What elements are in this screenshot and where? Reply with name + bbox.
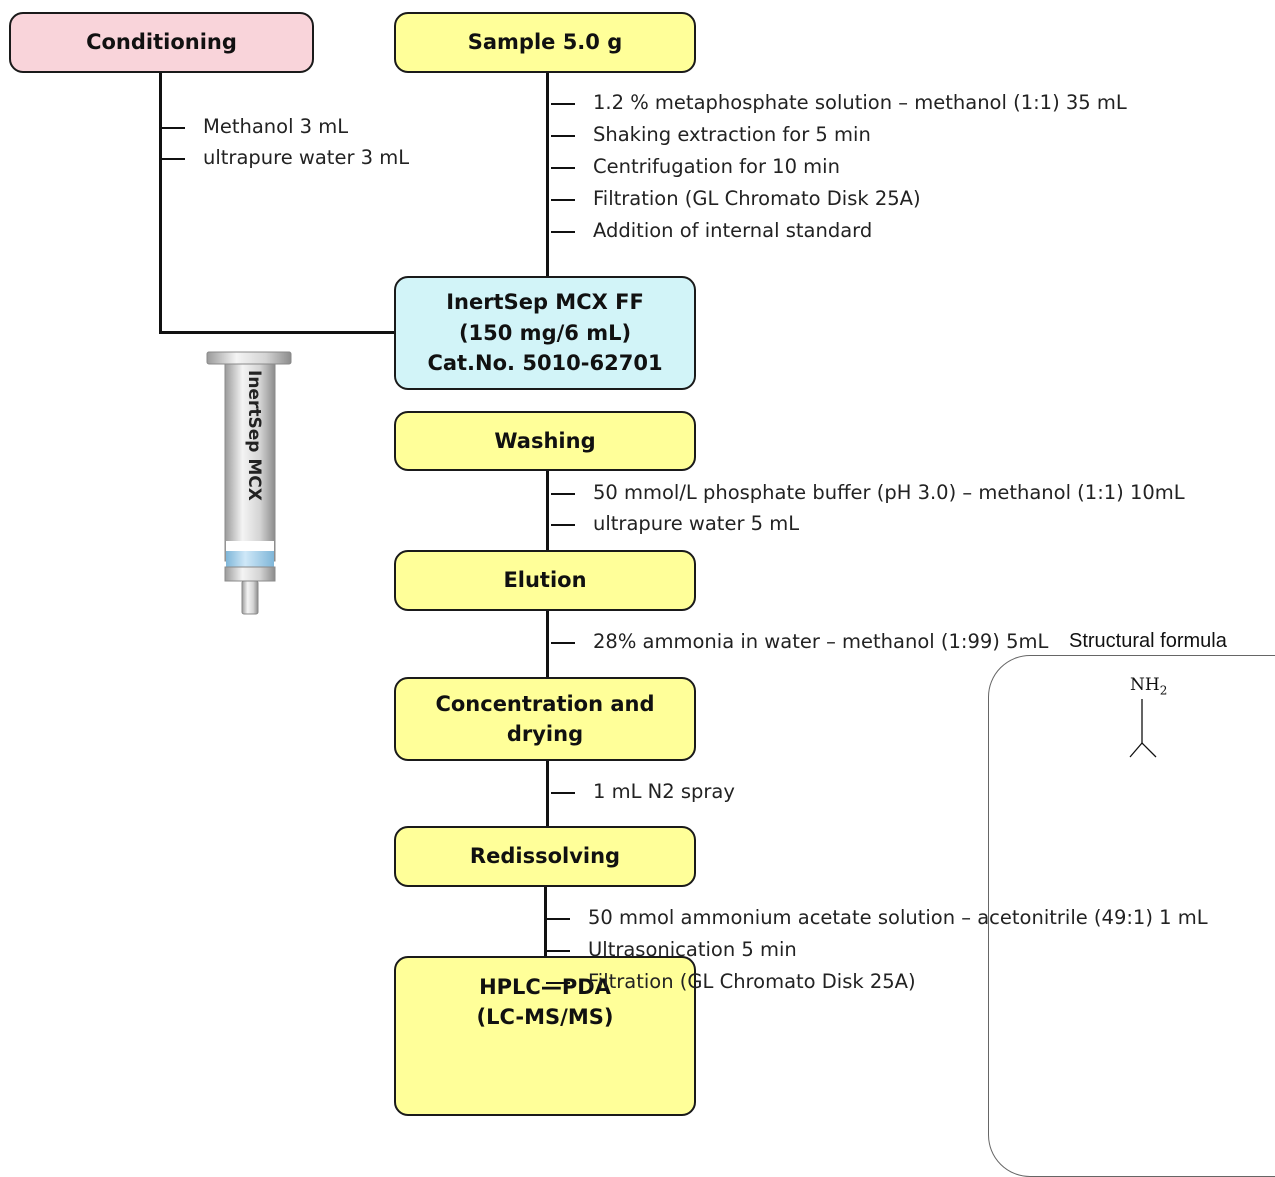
hplc-label-line1: HPLC—PDA — [479, 975, 611, 999]
cartridge-tip — [241, 580, 259, 615]
list-item: Shaking extraction for 5 min — [547, 119, 1127, 151]
list-item: Addition of internal standard — [547, 215, 1127, 247]
column-box: InertSep MCX FF (150 mg/6 mL) Cat.No. 50… — [394, 276, 696, 390]
sample-to-column-connector — [546, 72, 549, 277]
cartridge-frit-white — [226, 541, 274, 551]
washing-box: Washing — [394, 411, 696, 471]
cartridge-sorbent-band — [226, 551, 274, 567]
spe-cartridge-illustration: InertSep MCX — [206, 351, 292, 615]
redissolving-steps: 50 mmol ammonium acetate solution – acet… — [542, 902, 1208, 998]
sample-steps: 1.2 % metaphosphate solution – methanol … — [547, 87, 1127, 247]
column-name: InertSep MCX FF — [446, 290, 644, 315]
list-item: Filtration (GL Chromato Disk 25A) — [547, 183, 1127, 215]
conditioning-to-column-connector — [159, 331, 396, 334]
hplc-box: HPLC—PDA (LC-MS/MS) — [394, 956, 696, 1116]
list-item: 1 mL N2 spray — [547, 776, 735, 808]
washing-label: Washing — [494, 428, 596, 453]
structural-formula-title: Structural formula — [1069, 630, 1227, 652]
elution-steps: 28% ammonia in water – methanol (1:99) 5… — [547, 626, 1048, 658]
sample-label: Sample 5.0 g — [467, 30, 623, 55]
list-item: ultrapure water 3 mL — [157, 142, 409, 173]
structure-bonds — [1129, 699, 1157, 758]
list-item: Filtration (GL Chromato Disk 25A) — [542, 966, 1208, 998]
redissolving-box: Redissolving — [394, 826, 696, 887]
list-item: Ultrasonication 5 min — [542, 934, 1208, 966]
list-item: Methanol 3 mL — [157, 111, 409, 142]
concentration-to-redissolving-connector — [546, 760, 549, 827]
hplc-label-line2: (LC-MS/MS) — [476, 1005, 614, 1030]
list-item: 28% ammonia in water – methanol (1:99) 5… — [547, 626, 1048, 658]
cartridge-bottom — [224, 566, 276, 582]
cartridge-flange — [206, 351, 292, 365]
redissolving-to-hplc-connector — [544, 886, 547, 957]
column-cat-no: Cat.No. 5010-62701 — [427, 351, 663, 376]
cartridge-label: InertSep MCX — [244, 370, 264, 501]
concentration-label-line1: Concentration and — [435, 691, 655, 716]
concentration-steps: 1 mL N2 spray — [547, 776, 735, 808]
elution-to-concentration-connector — [546, 610, 549, 678]
list-item: Centrifugation for 10 min — [547, 151, 1127, 183]
conditioning-label: Conditioning — [86, 30, 237, 55]
amine-group-label: NH2 — [1130, 675, 1167, 697]
list-item: ultrapure water 5 mL — [547, 508, 1185, 539]
concentration-box: Concentration and drying — [394, 677, 696, 761]
conditioning-connector — [159, 72, 162, 334]
elution-label: Elution — [503, 568, 587, 593]
sample-box: Sample 5.0 g — [394, 12, 696, 73]
elution-box: Elution — [394, 550, 696, 611]
list-item: 50 mmol/L phosphate buffer (pH 3.0) – me… — [547, 477, 1185, 508]
cartridge-body — [224, 363, 276, 562]
list-item: 50 mmol ammonium acetate solution – acet… — [542, 902, 1208, 934]
nh-text: NH — [1130, 675, 1160, 695]
nh-subscript: 2 — [1159, 683, 1168, 698]
conditioning-steps: Methanol 3 mL ultrapure water 3 mL — [157, 111, 409, 173]
redissolving-label: Redissolving — [469, 844, 621, 869]
washing-to-elution-connector — [546, 470, 549, 550]
washing-steps: 50 mmol/L phosphate buffer (pH 3.0) – me… — [547, 477, 1185, 539]
list-item: 1.2 % metaphosphate solution – methanol … — [547, 87, 1127, 119]
concentration-label-line2: drying — [506, 722, 584, 746]
column-spec: (150 mg/6 mL) — [458, 320, 632, 345]
conditioning-box: Conditioning — [9, 12, 314, 73]
